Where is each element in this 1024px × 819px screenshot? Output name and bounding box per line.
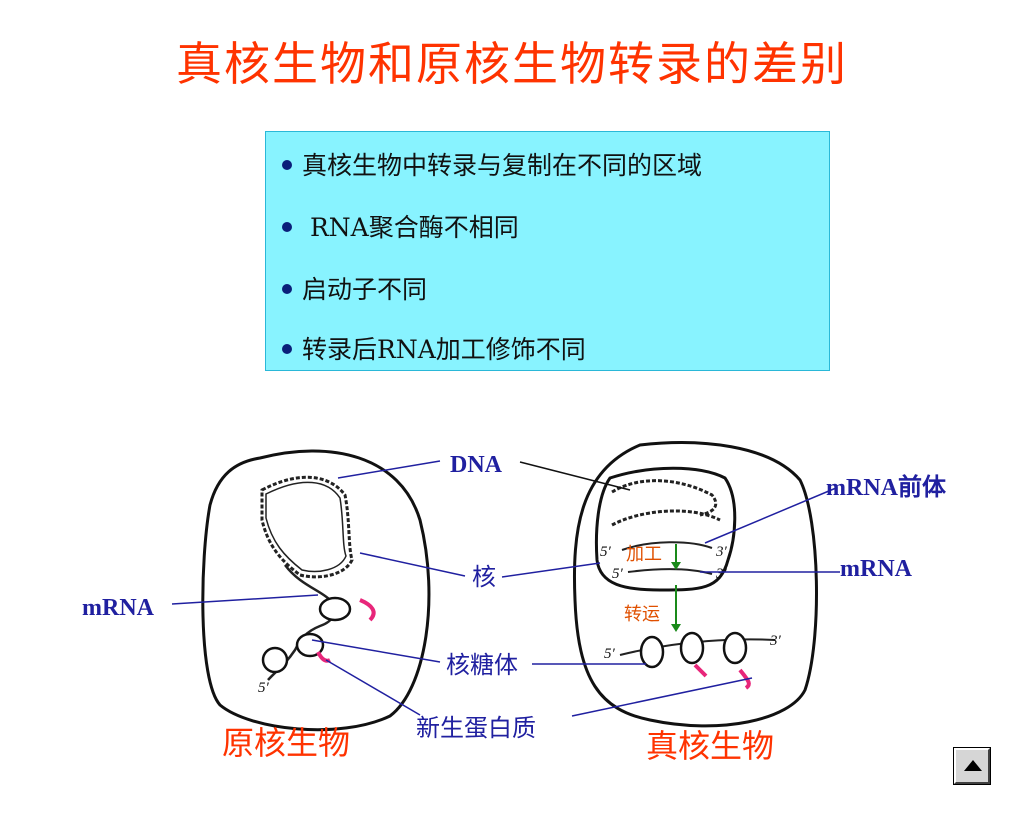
ribosome-shape (639, 635, 665, 669)
five-prime-label: 5′ (258, 680, 270, 696)
bullet-item: 启动子不同 (282, 270, 427, 306)
protein-chain (359, 598, 376, 622)
bullet-item: RNA聚合酶不相同 (282, 208, 519, 244)
ribosome-shape (318, 596, 352, 622)
bullet-text: 启动子不同 (302, 275, 428, 304)
bullet-item: 真核生物中转录与复制在不同的区域 (282, 146, 702, 182)
prokaryote-dna (260, 475, 354, 579)
up-triangle-icon (964, 760, 982, 771)
pre-mrna-leader (704, 487, 837, 544)
bullet-text: 真核生物中转录与复制在不同的区域 (302, 151, 703, 180)
bullet-dot-icon (282, 343, 292, 354)
protein-leader-left (325, 659, 421, 716)
leader-lines (171, 460, 840, 717)
ribosome-leader-left (311, 639, 441, 663)
ribosome-shape (261, 646, 289, 674)
eukaryote-cell: 5′ 3′ 5′ 3′ 5′ 3′ 加工 转运 (573, 441, 818, 728)
transport-arrowhead (671, 624, 681, 632)
dna-leader-right (519, 461, 631, 491)
nucleus-membrane (594, 466, 737, 592)
differences-box: 真核生物中转录与复制在不同的区域 RNA聚合酶不相同 启动子不同 转录后RNA加… (265, 131, 830, 371)
eukaryote-caption: 真核生物 (646, 727, 774, 765)
dna-label: DNA (450, 452, 503, 478)
ribosome-label: 核糖体 (446, 651, 518, 679)
ribosome-shape (295, 632, 325, 658)
processing-arrowhead (671, 562, 681, 570)
pre-mrna-strand (621, 541, 713, 551)
mrna-leader-left (171, 594, 319, 605)
eukaryote-dna (611, 479, 718, 517)
ribosome-shape (679, 631, 705, 665)
prokaryote-caption: 原核生物 (222, 724, 350, 762)
nucleus-leader-right (501, 562, 601, 578)
five-prime-label: 5′ (600, 544, 612, 560)
bullet-text: RNA聚合酶不相同 (302, 213, 519, 242)
dna-leader-left (337, 460, 441, 479)
ribosome-shape (722, 631, 748, 665)
mature-mrna-strand (627, 568, 713, 575)
processing-label: 加工 (626, 544, 662, 565)
three-prime-label: 3′ (769, 633, 782, 649)
prokaryote-cell: 5′ (201, 449, 431, 732)
mrna-label-left: mRNA (82, 595, 155, 621)
nascent-protein-label: 新生蛋白质 (416, 714, 536, 742)
bullet-item: 转录后RNA加工修饰不同 (282, 330, 586, 366)
nucleus-label: 核 (472, 563, 496, 591)
three-prime-label: 3′ (715, 544, 728, 560)
prokaryote-dna-inner (265, 481, 347, 573)
prokaryote-membrane (201, 449, 431, 732)
nucleus-leader-left (359, 552, 466, 577)
protein-leader-right (571, 677, 753, 717)
page-title: 真核生物和原核生物转录的差别 (176, 37, 848, 91)
eukaryote-membrane (573, 441, 818, 728)
protein-chain (738, 668, 751, 690)
protein-chain (316, 651, 331, 663)
bullet-dot-icon (282, 283, 292, 294)
bullet-dot-icon (282, 221, 292, 232)
eukaryote-dna (611, 509, 721, 527)
five-prime-label: 5′ (604, 646, 616, 662)
mrna-precursor-label: mRNA前体 (826, 473, 947, 501)
bullet-dot-icon (282, 159, 292, 170)
protein-chain (693, 663, 708, 678)
scroll-up-button[interactable] (953, 747, 991, 785)
three-prime-label: 3′ (715, 566, 728, 582)
transport-label: 转运 (624, 604, 660, 625)
five-prime-label: 5′ (612, 566, 624, 582)
bullet-text: 转录后RNA加工修饰不同 (302, 335, 586, 364)
mrna-label-right: mRNA (840, 556, 913, 582)
